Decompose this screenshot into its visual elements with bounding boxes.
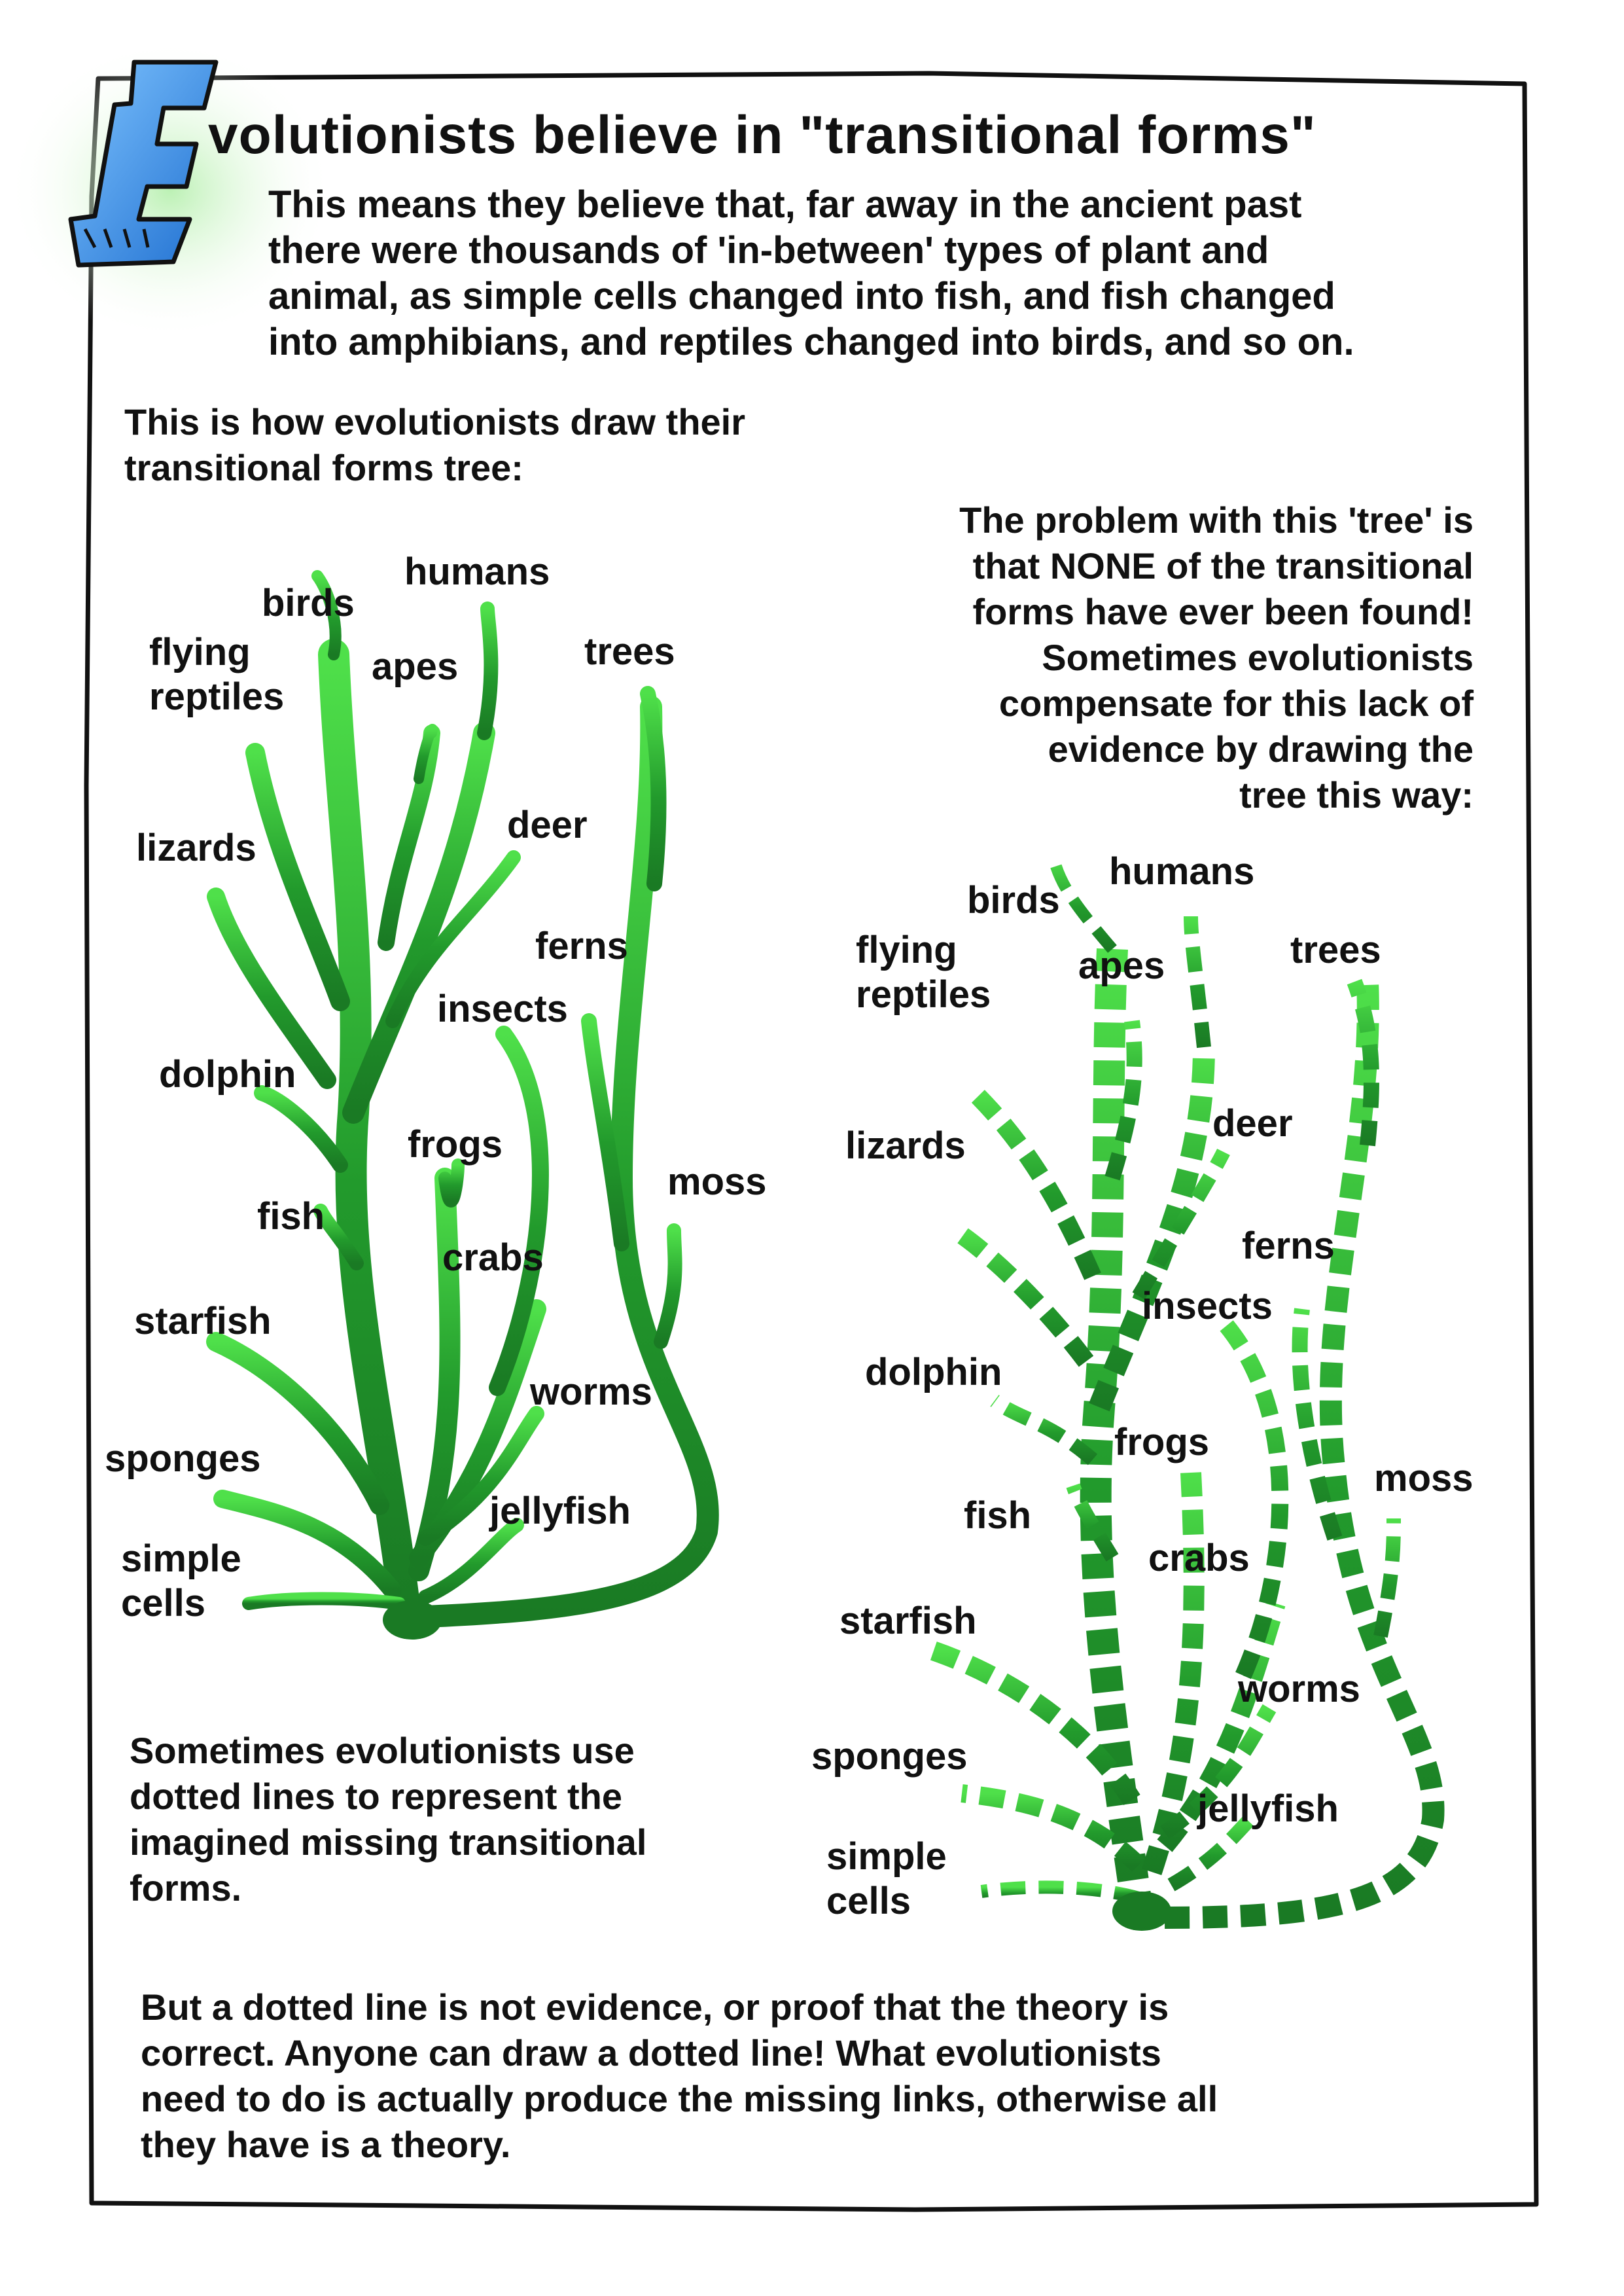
left-label-humans: humans [404, 550, 550, 593]
right-label-lizards: lizards [845, 1124, 966, 1167]
left-label-sponges: sponges [105, 1437, 261, 1480]
dotted-lines-caption: Sometimes evolutionists use dotted lines… [130, 1730, 647, 1909]
right-label-jellyfish: jellyfish [1197, 1787, 1339, 1830]
right-label-dolphin: dolphin [865, 1351, 1002, 1393]
right-label-apes: apes [1078, 944, 1165, 987]
right-label-ferns: ferns [1242, 1225, 1335, 1267]
left-label-simple-cells: simple cells [121, 1537, 241, 1624]
left-label-starfish: starfish [134, 1300, 272, 1342]
left-label-lizards: lizards [136, 827, 256, 869]
right-label-humans: humans [1109, 850, 1255, 893]
left-label-trees: trees [584, 630, 675, 673]
conclusion-paragraph: But a dotted line is not evidence, or pr… [141, 1986, 1218, 2165]
left-label-dolphin: dolphin [159, 1053, 296, 1096]
dotted-tree-root [1112, 1892, 1171, 1931]
left-label-fish: fish [257, 1195, 325, 1238]
left-label-worms: worms [530, 1371, 652, 1413]
left-label-ferns: ferns [535, 925, 628, 967]
page-title: volutionists believe in "transitional fo… [208, 105, 1316, 165]
intro-paragraph: This means they believe that, far away i… [268, 183, 1354, 363]
right-label-moss: moss [1374, 1457, 1474, 1499]
right-label-simple-cells: simple cells [826, 1835, 947, 1922]
left-label-apes: apes [372, 645, 459, 688]
right-label-trees: trees [1290, 929, 1381, 971]
right-label-crabs: crabs [1148, 1537, 1250, 1579]
left-label-birds: birds [262, 582, 355, 624]
left-label-jellyfish: jellyfish [489, 1490, 631, 1532]
right-label-deer: deer [1212, 1102, 1293, 1145]
right-label-worms: worms [1238, 1668, 1360, 1710]
tree-caption: This is how evolutionists draw their tra… [124, 401, 746, 488]
left-label-crabs: crabs [442, 1236, 544, 1279]
right-label-flying-reptiles: flying reptiles [856, 929, 991, 1016]
right-label-insects: insects [1142, 1285, 1273, 1327]
left-label-insects: insects [437, 988, 568, 1030]
left-label-deer: deer [507, 804, 588, 846]
left-label-frogs: frogs [408, 1123, 503, 1166]
right-label-sponges: sponges [811, 1735, 968, 1778]
drop-cap-e-icon [68, 60, 219, 268]
right-label-starfish: starfish [839, 1600, 977, 1642]
right-label-frogs: frogs [1114, 1421, 1209, 1463]
problem-paragraph: The problem with this 'tree' is that NON… [959, 499, 1474, 816]
left-label-moss: moss [667, 1160, 767, 1203]
right-label-birds: birds [967, 879, 1060, 922]
left-label-flying-reptiles: flying reptiles [149, 631, 285, 718]
right-label-fish: fish [964, 1494, 1032, 1537]
